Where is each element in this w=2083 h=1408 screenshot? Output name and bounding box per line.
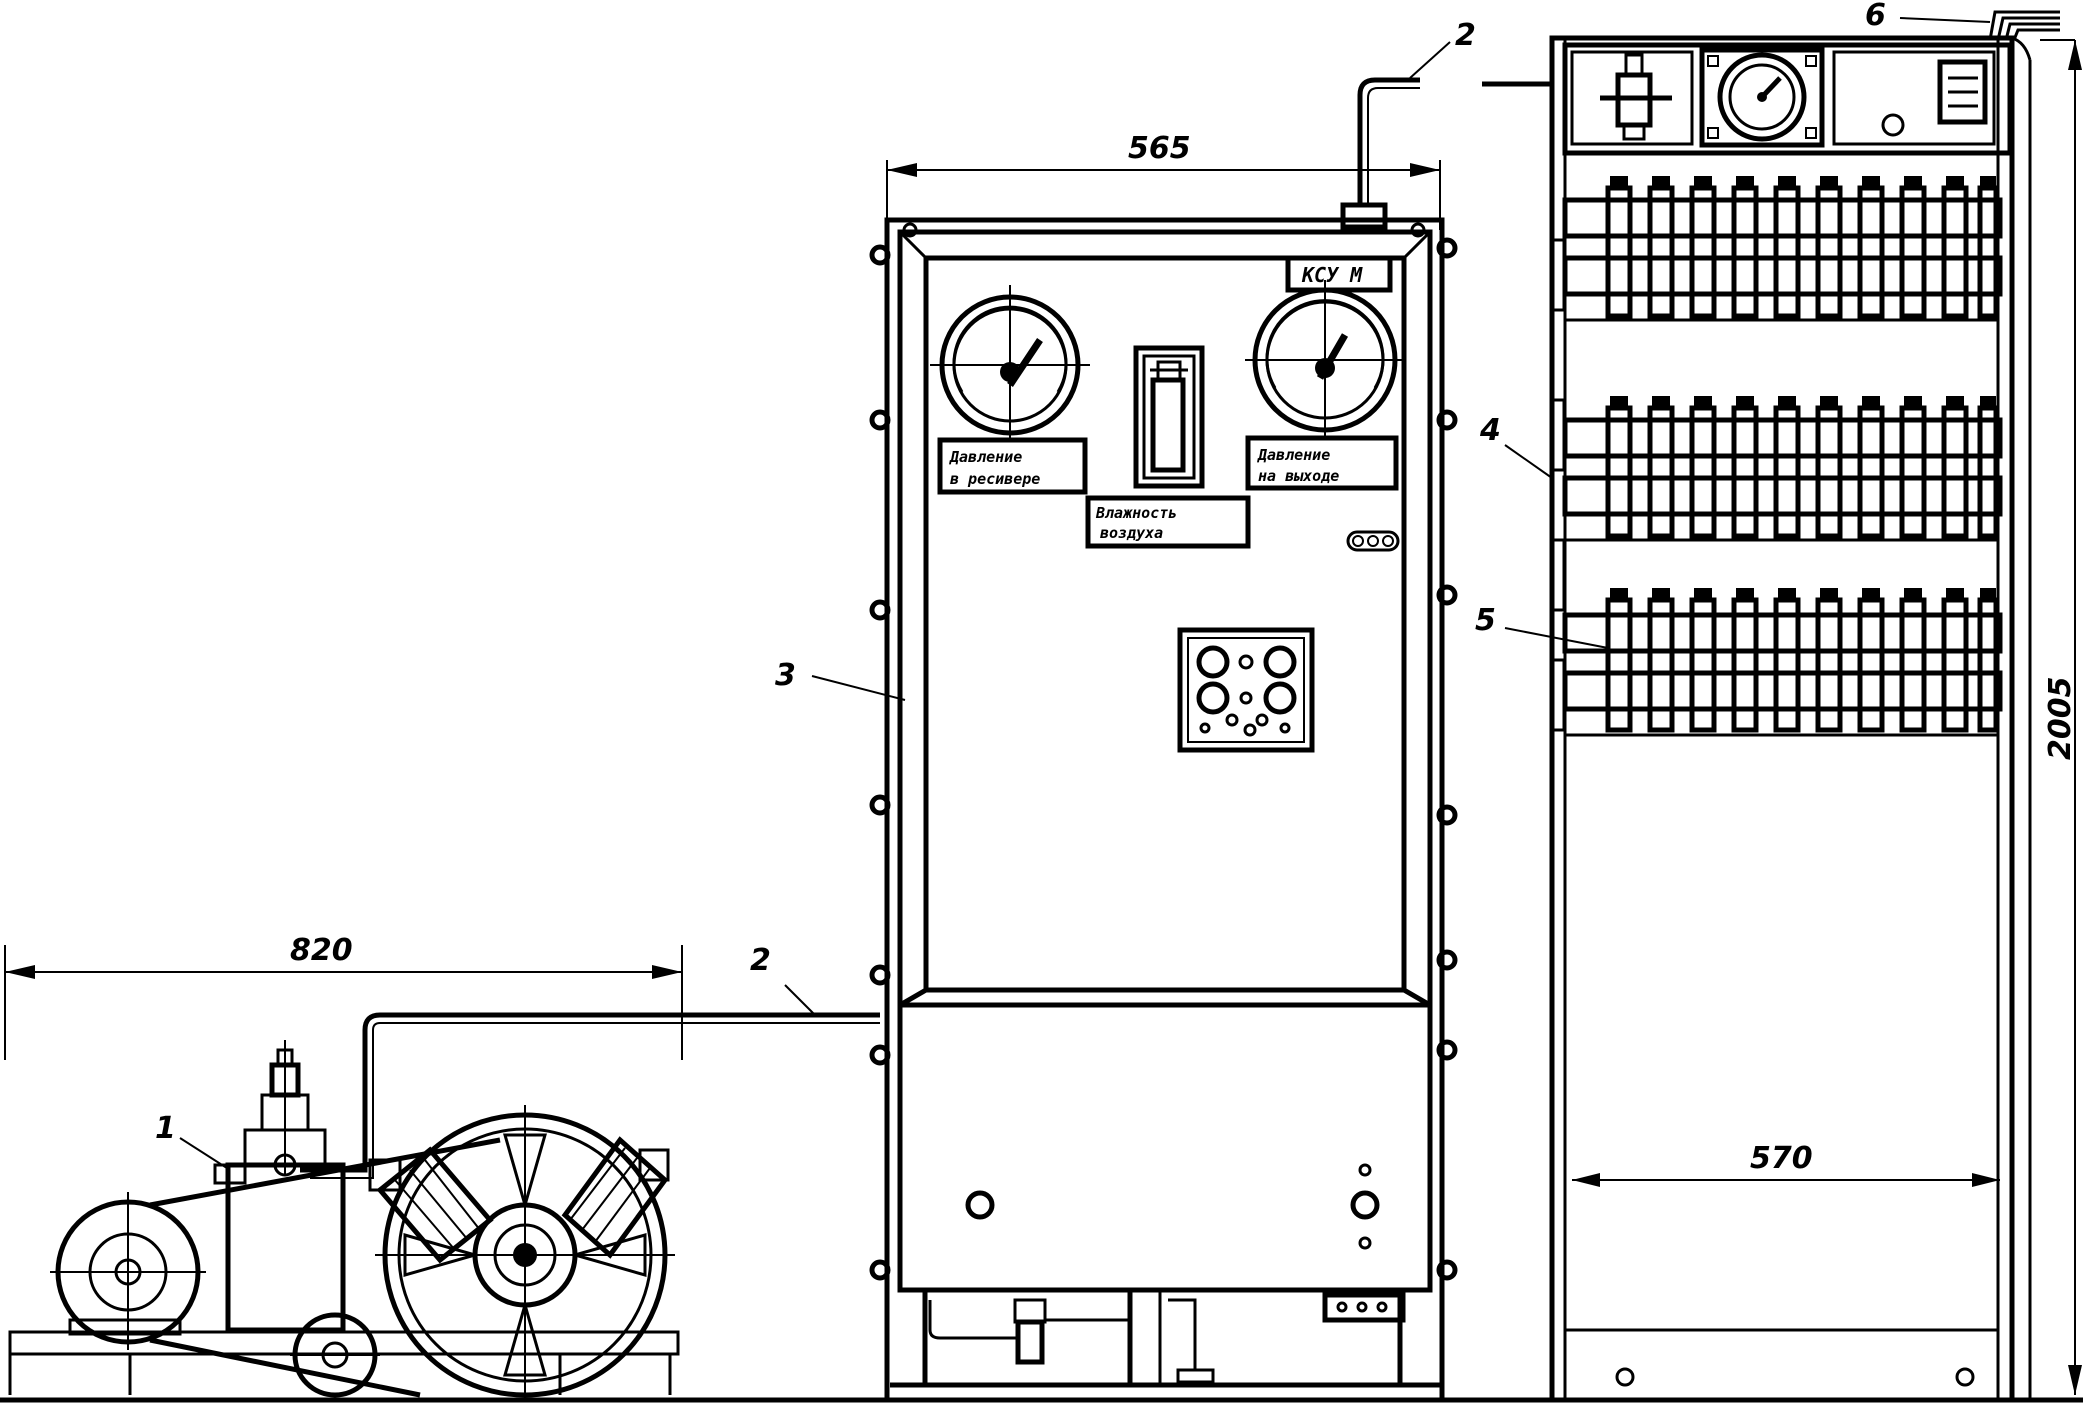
cabinet-right-bolts — [1436, 237, 1458, 1281]
humidity-indicator — [1133, 345, 1205, 489]
gauge-receiver-label-plate — [937, 437, 1088, 495]
callout-2-bottom: 2 — [750, 943, 816, 1016]
cabinet-left-bolts — [869, 244, 891, 1281]
gauge-receiver-pressure — [930, 285, 1090, 440]
dimension-2005: 2005 — [2040, 39, 2082, 1395]
compressor-unit — [8, 1012, 880, 1400]
control-cabinet: КСУ М Давление в ресивере Влажность возд… — [869, 77, 1550, 1403]
flowmeter-tier-1 — [1562, 176, 2003, 322]
indicator-lamps — [1346, 530, 1400, 552]
callout-1-label: 1 — [155, 1111, 176, 1146]
gauge-receiver-label-line1: Давление — [949, 448, 1022, 466]
flowmeter-rack — [1549, 10, 2060, 1403]
dimension-565-label: 565 — [1128, 131, 1191, 166]
dimension-2005-label: 2005 — [2043, 677, 2078, 761]
callout-4-label: 4 — [1479, 413, 1501, 448]
humidity-label-line1: Влажность — [1095, 504, 1177, 522]
callout-1: 1 — [155, 1111, 231, 1171]
cabinet-nameplate-text: КСУ М — [1301, 263, 1363, 287]
dimension-570-label: 570 — [1750, 1141, 1813, 1176]
callout-6: 6 — [1865, 0, 1991, 33]
flowmeter-tier-2 — [1562, 396, 2003, 542]
callout-3-label: 3 — [775, 658, 796, 693]
flowmeter-tier-3 — [1562, 588, 2003, 737]
callout-2-bottom-label: 2 — [750, 943, 771, 978]
humidity-label-line2: воздуха — [1100, 524, 1163, 542]
callout-6-label: 6 — [1865, 0, 1886, 33]
humidity-label-plate — [1085, 495, 1251, 549]
callout-4: 4 — [1479, 413, 1553, 479]
control-button-panel — [1177, 627, 1315, 753]
gauge-outlet-label-plate — [1245, 435, 1399, 491]
gauge-outlet-pressure — [1245, 280, 1405, 440]
callout-2-top-label: 2 — [1455, 18, 1476, 53]
callout-2-top: 2 — [1409, 18, 1476, 79]
terminal-block — [1322, 1292, 1406, 1323]
gauge-outlet-label-line2: на выходе — [1258, 467, 1339, 485]
gauge-receiver-label-line2: в ресивере — [950, 470, 1040, 488]
dimension-570: 570 — [1572, 1141, 2000, 1187]
callout-3: 3 — [775, 658, 906, 701]
callout-5-label: 5 — [1475, 603, 1496, 638]
gauge-outlet-label-line1: Давление — [1257, 446, 1330, 464]
dimension-565: 565 — [886, 131, 1441, 230]
dimension-820: 820 — [4, 933, 683, 1060]
callout-5: 5 — [1475, 603, 1609, 649]
dimension-820-label: 820 — [290, 933, 353, 968]
